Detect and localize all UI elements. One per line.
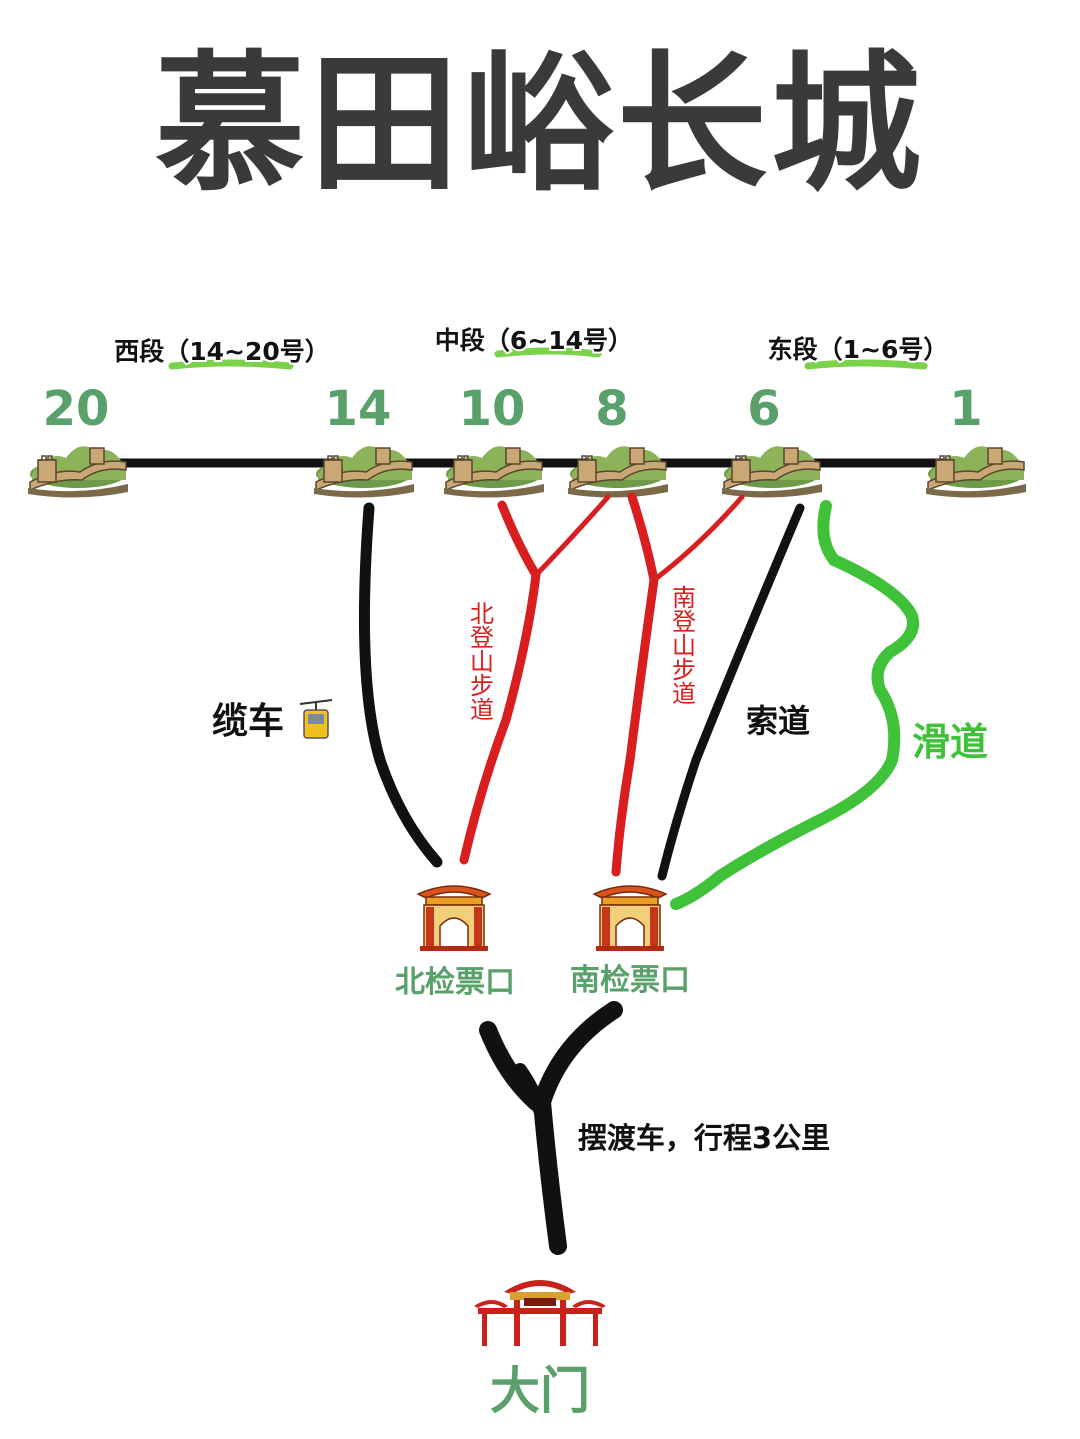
section-west: 西段（14~20号） — [112, 335, 332, 370]
shuttle-label: 摆渡车，行程3公里 — [578, 1121, 830, 1155]
ropeway-route — [657, 503, 805, 881]
section-label-east: 东段（1~6号） — [768, 335, 949, 364]
paifang-gate-icon — [474, 1280, 606, 1346]
vertical-trail-labels: 北登山步道 南登山步道 — [470, 584, 696, 724]
ropeway-label: 索道 — [746, 702, 810, 740]
great-wall-icon — [925, 445, 1027, 499]
great-wall-icon — [27, 445, 129, 499]
cable-car-route — [358, 502, 443, 868]
chinese-gate-icon — [417, 885, 491, 952]
tower-number-1: 1 — [949, 381, 982, 437]
slide-label: 滑道 — [912, 720, 988, 764]
great-wall-icon — [313, 445, 415, 499]
tower-number-10: 10 — [459, 381, 526, 437]
section-middle: 中段（6~14号） — [433, 324, 635, 358]
great-wall-icon — [443, 445, 545, 499]
great-wall-icon — [567, 445, 669, 499]
tower-number-6: 6 — [747, 381, 780, 437]
south-trail-label: 南登山步道 — [672, 584, 696, 708]
north-trail-branch — [533, 494, 611, 578]
cable-car-icon — [299, 699, 333, 739]
tower-number-8: 8 — [595, 381, 628, 437]
south-trail-route — [611, 492, 659, 877]
tower-number-20: 20 — [43, 381, 110, 437]
south-gate-label: 南检票口 — [570, 963, 690, 998]
south-trail-branch — [651, 494, 745, 583]
page-title: 慕田峪长城 — [155, 38, 925, 212]
slide-route — [670, 500, 919, 910]
section-label-middle: 中段（6~14号） — [435, 326, 633, 355]
cable-car-label: 缆车 — [212, 701, 284, 742]
main-gate-label: 大门 — [490, 1362, 590, 1420]
north-trail-label: 北登山步道 — [470, 600, 494, 724]
north-gate-label: 北检票口 — [395, 965, 515, 1000]
chinese-gate-icon — [593, 885, 667, 952]
section-east: 东段（1~6号） — [766, 333, 950, 370]
tower-number-14: 14 — [325, 381, 392, 437]
great-wall-icon — [721, 445, 823, 499]
section-label-west: 西段（14~20号） — [114, 337, 330, 366]
